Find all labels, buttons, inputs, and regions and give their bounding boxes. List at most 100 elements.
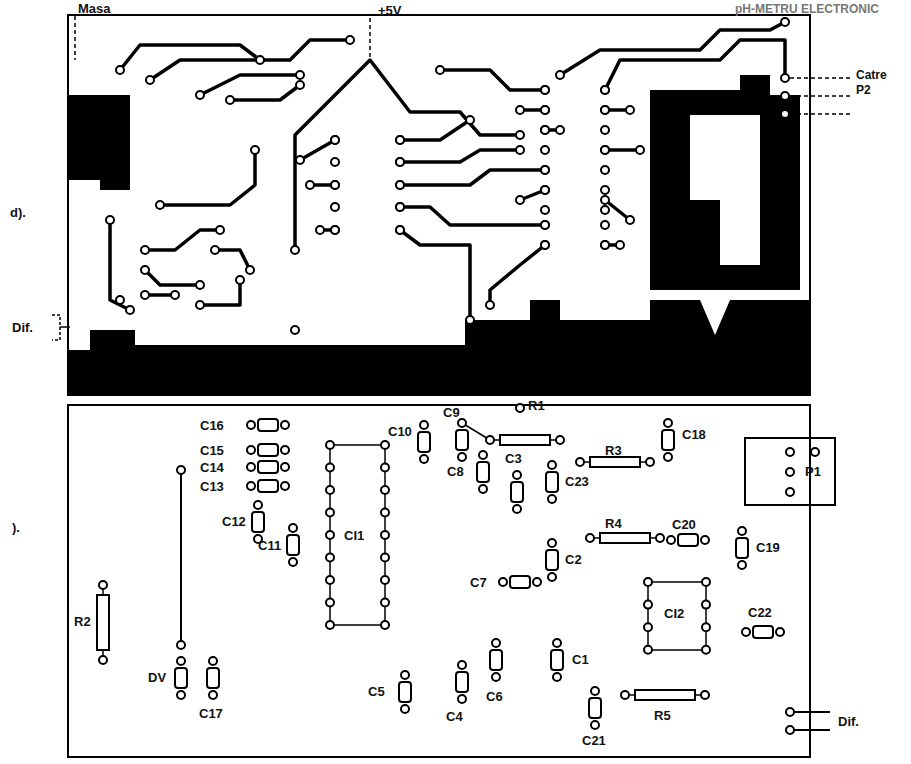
component-pad [99,656,107,664]
leader-line [369,18,371,62]
component-pad [702,646,710,654]
copper-trace [145,230,220,250]
signal-label: d). [10,205,26,220]
component-pad [209,657,217,665]
component-pad [702,578,710,586]
copper-area [68,300,810,395]
component-pad [458,661,466,669]
solder-pad [541,221,549,229]
solder-pad [601,221,609,229]
signal-label: pH-METRU ELECTRONIC [735,2,879,17]
capacitor-symbol [736,538,748,558]
copper-area [650,75,800,290]
copper-trace [145,270,200,285]
solder-pad [541,126,549,134]
component-pad [381,621,389,629]
component-pad [702,601,710,609]
component-pad [664,419,672,427]
component-pad [281,446,289,454]
component-pad [281,421,289,429]
solder-pad [171,291,179,299]
capacitor-symbol [546,472,558,492]
component-pad [738,561,746,569]
solder-pad [126,306,134,314]
component-pad [381,599,389,607]
copper-trace [160,150,255,205]
solder-pad [466,316,474,324]
component-pad [479,451,487,459]
part-name: C21 [582,733,606,748]
solder-pad [601,106,609,114]
solder-pad [626,106,634,114]
component-pad [738,527,746,535]
solder-pad [541,166,549,174]
part-name: C15 [200,443,224,458]
signal-label: ). [12,520,20,535]
component-pad [786,726,794,734]
signal-label: Dif. [12,320,33,335]
solder-pad [346,36,354,44]
part-name: R5 [654,708,671,723]
solder-pad [556,126,564,134]
signal-label: Catre P2 [856,68,900,98]
component-pad [326,486,334,494]
copper-layout [52,15,850,395]
solder-pad [601,196,609,204]
part-name: C2 [565,552,582,567]
component-pad [548,495,556,503]
copper-trace [605,148,640,152]
capacitor-symbol [477,462,489,482]
component-pad [486,436,494,444]
capacitor-symbol [662,430,674,450]
copper-trace [490,245,545,305]
solder-pad [466,116,474,124]
capacitor-symbol [456,430,468,450]
resistor-symbol [500,435,550,445]
ic-outline [648,582,706,650]
component-pad [289,524,297,532]
capacitor-symbol [678,534,698,546]
component-pad [621,691,629,699]
leader-line [790,95,850,97]
component-pad [177,466,185,474]
part-name: R1 [528,398,545,413]
component-pad [326,441,334,449]
solder-pad [196,301,204,309]
solder-pad [626,216,634,224]
component-pad [548,539,556,547]
part-name: C11 [258,538,281,553]
solder-pad [616,241,624,249]
copper-trace [230,85,300,100]
component-pad [381,554,389,562]
component-pad [254,501,262,509]
component-pad [281,482,289,490]
capacitor-symbol [551,650,563,670]
solder-pad [196,281,204,289]
solder-pad [601,186,609,194]
solder-pad [516,131,524,139]
solder-pad [541,86,549,94]
solder-pad [396,158,404,166]
solder-pad [601,146,609,154]
component-pad [786,488,794,496]
solder-pad [541,86,549,94]
component-pad [553,673,561,681]
component-pad [326,509,334,517]
component-pad [644,623,652,631]
component-pad [701,691,709,699]
solder-pad [541,166,549,174]
component-pad [381,576,389,584]
component-pad [177,657,185,665]
resistor-symbol [590,457,640,467]
component-pad [401,705,409,713]
solder-pad [316,226,324,234]
component-pad [548,573,556,581]
copper-trace [400,120,470,140]
capacitor-symbol [418,432,430,452]
wire [790,711,830,713]
component-pad [247,446,255,454]
signal-label: Masa [78,1,111,16]
resistor-symbol [600,533,650,543]
